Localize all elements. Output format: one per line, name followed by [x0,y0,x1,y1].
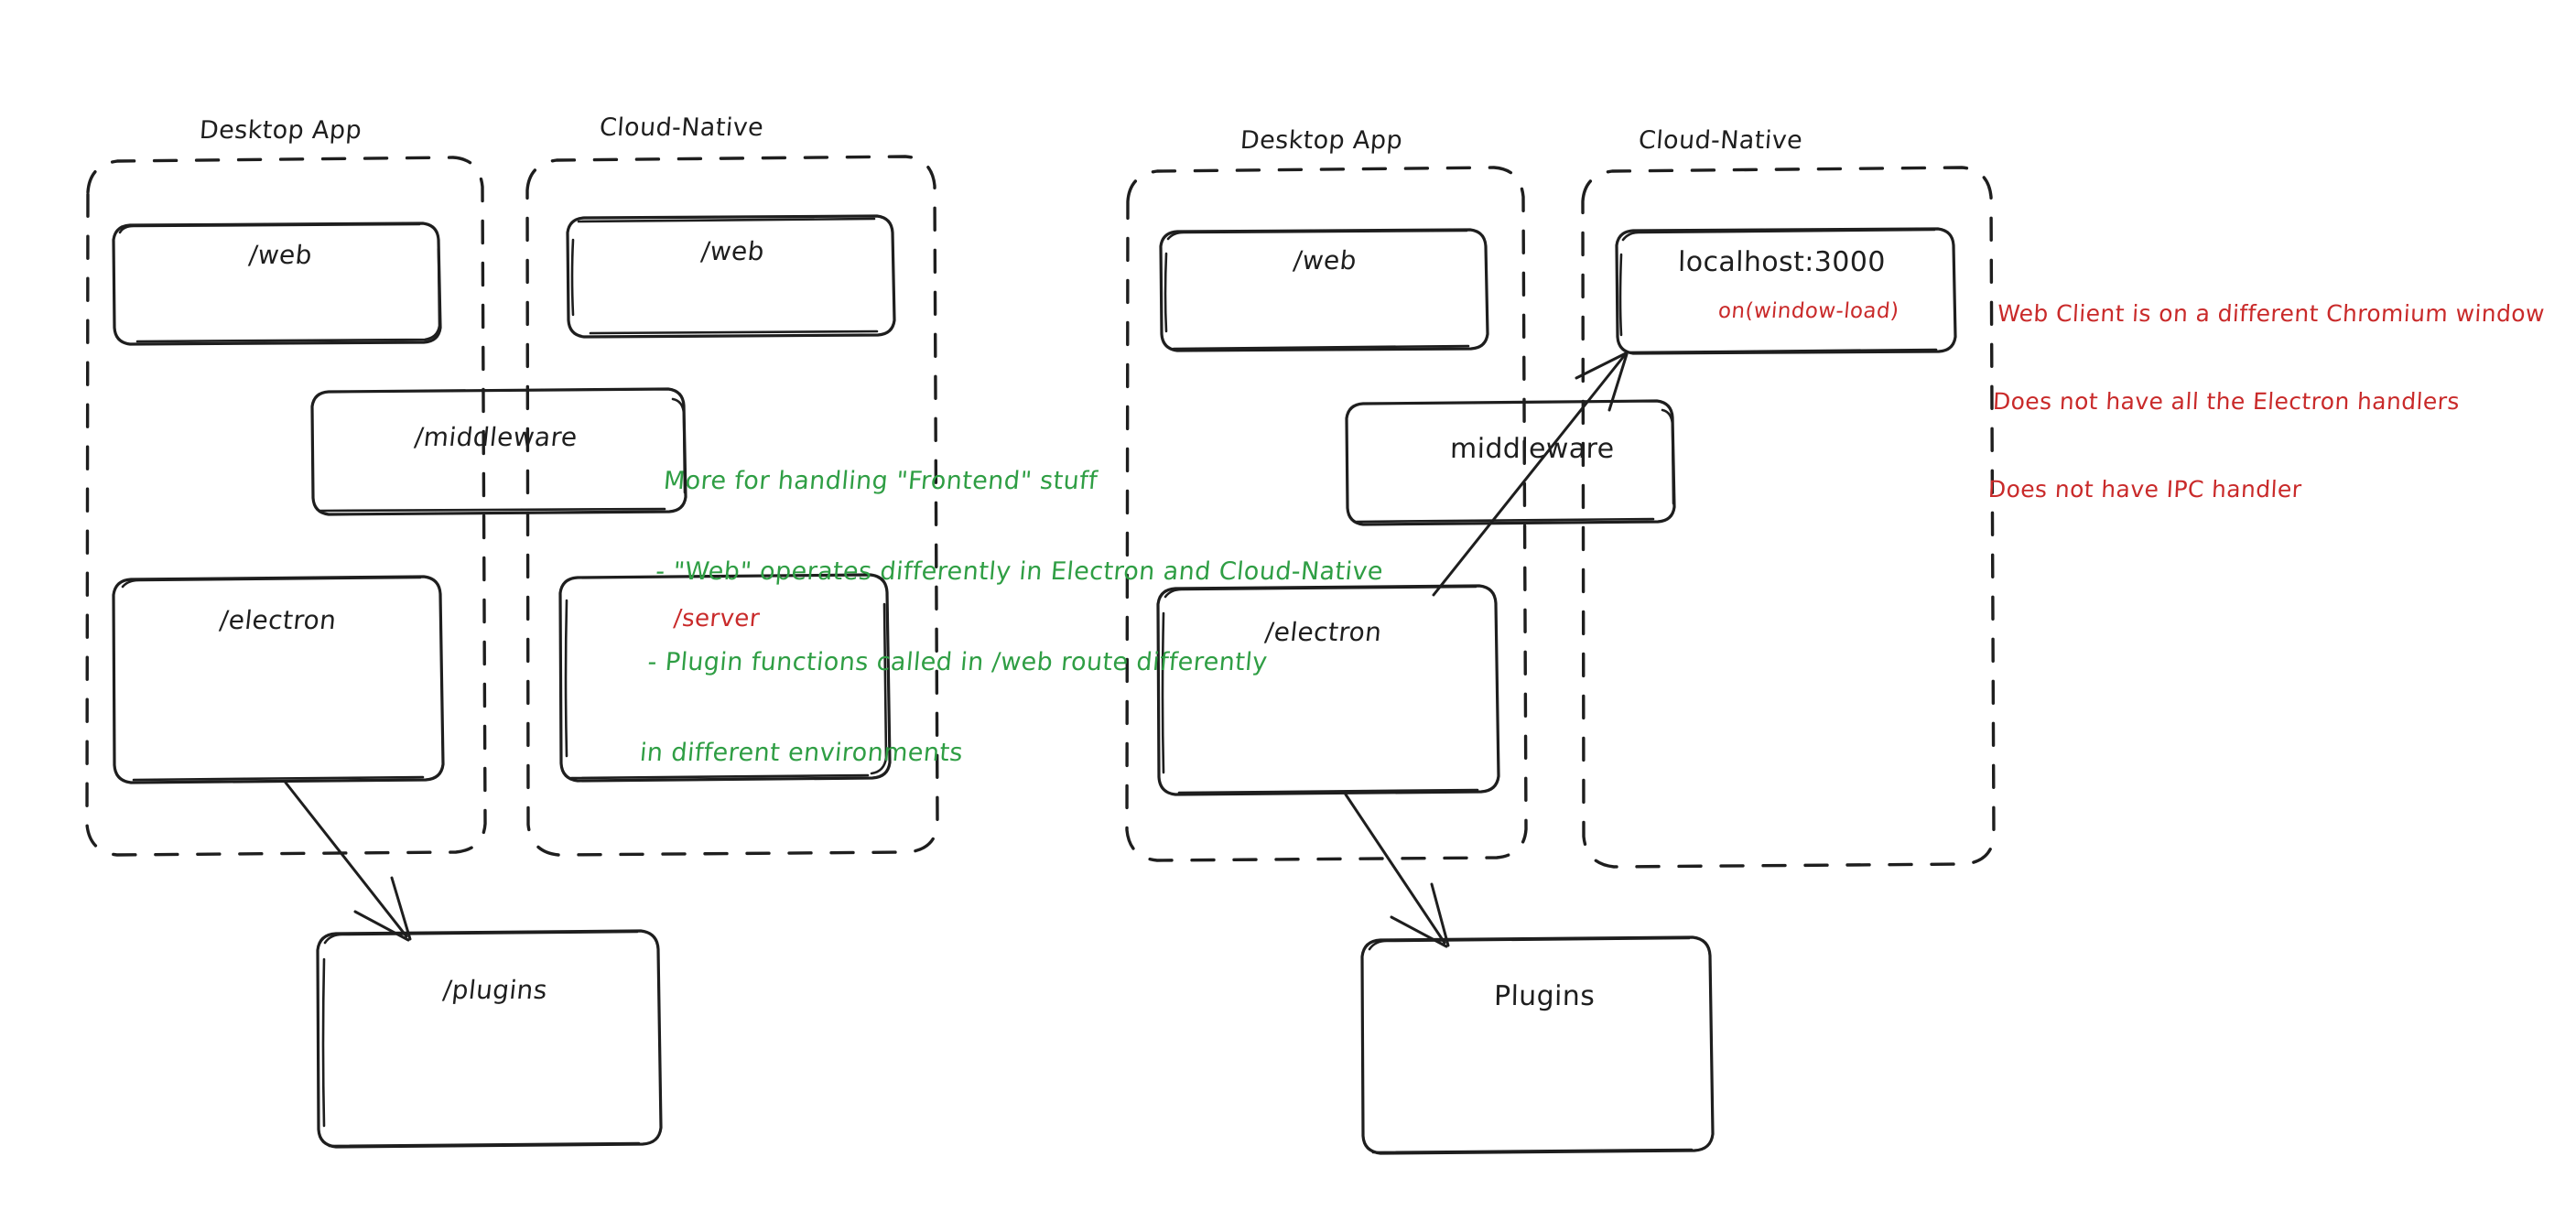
node-label-left-electron: /electron [218,605,339,635]
group-title-right-desktop-app: Desktop App [1239,126,1404,155]
arrow-left-electron-to-plugins [284,781,412,942]
group-title-left-desktop-app: Desktop App [198,116,363,145]
node-label-left-web-desktop: /web [247,240,314,270]
node-label-left-middleware: /middleware [413,422,579,452]
arrow-right-electron-to-localhost [1432,351,1629,597]
node-label-right-web: /web [1292,245,1358,276]
group-title-left-cloud-native: Cloud-Native [598,113,765,142]
annotation-green-note: More for handling "Frontend" stuff - "We… [633,405,1398,828]
node-label-right-middleware: middleware [1449,433,1615,465]
node-label-right-localhost: localhost:3000 [1677,246,1887,278]
annotation-green-line-4: in different environments [638,739,965,767]
node-left-web-cloud[interactable] [566,214,896,339]
annotation-green-line-3: - Plugin functions called in /web route … [646,648,1269,676]
group-title-right-cloud-native: Cloud-Native [1637,126,1804,155]
annotation-green-line-2: - "Web" operates differently in Electron… [654,557,1385,586]
node-right-plugins[interactable] [1360,935,1715,1155]
node-sublabel-right-localhost-on-window-load: on(window-load) [1716,299,1900,323]
node-label-right-plugins: Plugins [1493,980,1596,1012]
annotation-red-line-2: Does not have all the Electron handlers [1992,388,2461,415]
annotation-red-line-3: Does not have IPC handler [1987,476,2303,503]
node-left-plugins[interactable] [316,929,663,1149]
node-label-left-plugins: /plugins [441,975,549,1005]
annotation-green-line-1: More for handling "Frontend" stuff [662,467,1099,495]
annotation-red-note: Web Client is on a different Chromium wi… [1985,241,2549,563]
annotation-red-line-1: Web Client is on a different Chromium wi… [1997,300,2546,327]
node-label-left-web-cloud: /web [699,236,766,266]
